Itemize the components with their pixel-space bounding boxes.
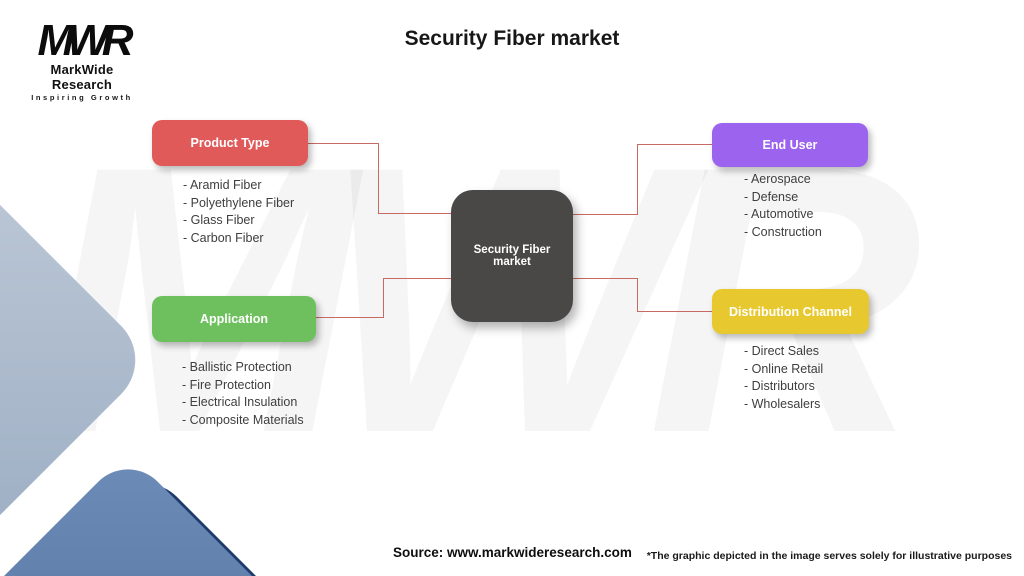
list-item: - Direct Sales <box>744 344 820 358</box>
list-item: - Composite Materials <box>182 412 304 427</box>
list-item: - Automotive <box>744 207 814 221</box>
segment-list-product-type: - Aramid Fiber - Polyethylene Fiber - Gl… <box>183 177 294 247</box>
segment-label-product-type: Product Type <box>190 136 270 150</box>
logo-name: MarkWide Research <box>50 62 114 93</box>
list-item: - Defense <box>744 189 799 204</box>
segment-box-product-type: Product Type <box>152 120 308 166</box>
connector-distribution-h1 <box>572 278 637 279</box>
connector-enduser-h1 <box>572 214 637 215</box>
connector-enduser-h2 <box>637 144 713 145</box>
list-item: - Polyethylene Fiber <box>183 195 295 210</box>
connector-distribution-h2 <box>637 311 713 312</box>
connector-product-v <box>378 143 379 214</box>
page-title: Security Fiber market <box>404 27 620 50</box>
segment-box-end-user: End User <box>712 123 868 167</box>
list-item: - Ballistic Protection <box>182 360 292 374</box>
markwide-logo: MWR MarkWide Research Inspiring Growth <box>22 16 142 103</box>
list-item: - Distributors <box>744 379 815 393</box>
disclaimer-text: *The graphic depicted in the image serve… <box>646 550 1012 562</box>
connector-product-h2 <box>378 213 452 214</box>
center-node-label: Security Fiber market <box>473 244 551 268</box>
segment-list-application: - Ballistic Protection - Fire Protection… <box>182 359 304 429</box>
connector-product-h1 <box>307 143 379 144</box>
logo-tagline: Inspiring Growth <box>31 93 133 103</box>
connector-distribution-v <box>637 278 638 312</box>
segment-label-distribution-channel: Distribution Channel <box>729 304 852 319</box>
connector-application-h1 <box>316 317 384 318</box>
segment-label-end-user: End User <box>762 138 818 152</box>
segment-box-distribution-channel: Distribution Channel <box>712 289 869 334</box>
source-text: Source: www.markwideresearch.com <box>393 545 632 560</box>
list-item: - Electrical Insulation <box>182 395 298 409</box>
segment-list-distribution-channel: - Direct Sales - Online Retail - Distrib… <box>744 343 823 413</box>
connector-enduser-v <box>637 144 638 215</box>
list-item: - Aerospace <box>744 172 811 186</box>
connector-application-v <box>383 278 384 318</box>
segment-box-application: Application <box>152 296 316 342</box>
list-item: - Wholesalers <box>744 396 821 411</box>
list-item: - Construction <box>744 224 822 239</box>
list-item: - Online Retail <box>744 361 824 376</box>
list-item: - Carbon Fiber <box>183 230 264 245</box>
connector-application-h2 <box>383 278 452 279</box>
segment-label-application: Application <box>199 312 269 326</box>
center-node: Security Fiber market <box>451 190 573 322</box>
list-item: - Glass Fiber <box>183 213 255 227</box>
segment-list-end-user: - Aerospace - Defense - Automotive - Con… <box>744 171 822 241</box>
list-item: - Aramid Fiber <box>183 178 262 192</box>
logo-monogram: MWR <box>37 16 134 65</box>
list-item: - Fire Protection <box>182 377 271 392</box>
